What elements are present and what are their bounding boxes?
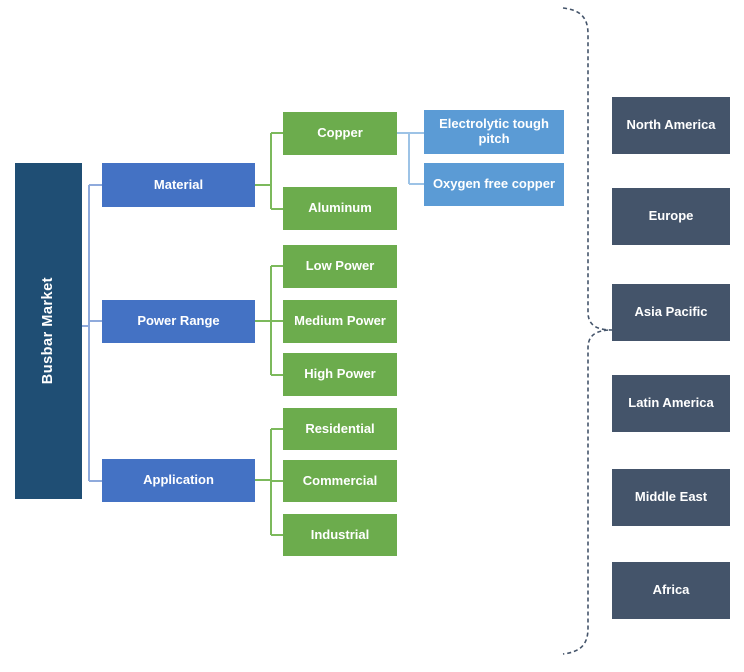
region-middle-east-label: Middle East xyxy=(634,489,708,505)
subtype-oxygen-free-copper-label: Oxygen free copper xyxy=(432,176,556,192)
leaf-residential-label: Residential xyxy=(305,420,375,436)
branch-application: Application xyxy=(102,459,255,502)
leaf-industrial-label: Industrial xyxy=(310,526,370,542)
leaf-commercial-label: Commercial xyxy=(302,472,378,488)
region-europe-label: Europe xyxy=(648,208,694,224)
branch-power-range-label: Power Range xyxy=(137,313,220,329)
leaf-commercial: Commercial xyxy=(283,460,397,502)
region-north-america-label: North America xyxy=(626,117,716,133)
region-asia-pacific: Asia Pacific xyxy=(612,284,730,341)
leaf-aluminum-label: Aluminum xyxy=(308,200,372,216)
region-europe: Europe xyxy=(612,188,730,245)
branch-power-range: Power Range xyxy=(102,300,255,343)
branch-leaf-connectors xyxy=(255,132,283,536)
region-latin-america: Latin America xyxy=(612,375,730,432)
branch-application-label: Application xyxy=(143,472,214,488)
root-label: Busbar Market xyxy=(40,277,57,385)
branch-material: Material xyxy=(102,163,255,207)
leaf-residential: Residential xyxy=(283,408,397,450)
region-africa-label: Africa xyxy=(652,582,690,598)
leaf-aluminum: Aluminum xyxy=(283,187,397,230)
root-branch-connectors xyxy=(82,184,102,482)
leaf-high-power-label: High Power xyxy=(304,366,376,382)
region-middle-east: Middle East xyxy=(612,469,730,526)
root-box-busbar-market: Busbar Market xyxy=(15,163,82,499)
leaf-medium-power-label: Medium Power xyxy=(294,313,386,329)
region-latin-america-label: Latin America xyxy=(628,395,714,411)
leaf-copper-label: Copper xyxy=(317,125,363,141)
region-africa: Africa xyxy=(612,562,730,619)
region-asia-pacific-label: Asia Pacific xyxy=(634,304,708,320)
subtype-electrolytic-tough-pitch: Electrolytic tough pitch xyxy=(424,110,564,154)
leaf-medium-power: Medium Power xyxy=(283,300,397,343)
leaf-high-power: High Power xyxy=(283,353,397,396)
leaf-industrial: Industrial xyxy=(283,514,397,556)
leaf-low-power: Low Power xyxy=(283,245,397,288)
subtype-electrolytic-tough-pitch-label: Electrolytic tough pitch xyxy=(439,116,549,146)
region-north-america: North America xyxy=(612,97,730,154)
branch-material-label: Material xyxy=(153,176,204,192)
leaf-low-power-label: Low Power xyxy=(305,258,375,274)
regions-brace xyxy=(562,7,613,655)
subtype-oxygen-free-copper: Oxygen free copper xyxy=(424,163,564,206)
leaf-copper: Copper xyxy=(283,112,397,155)
copper-subtype-connectors xyxy=(397,132,424,185)
